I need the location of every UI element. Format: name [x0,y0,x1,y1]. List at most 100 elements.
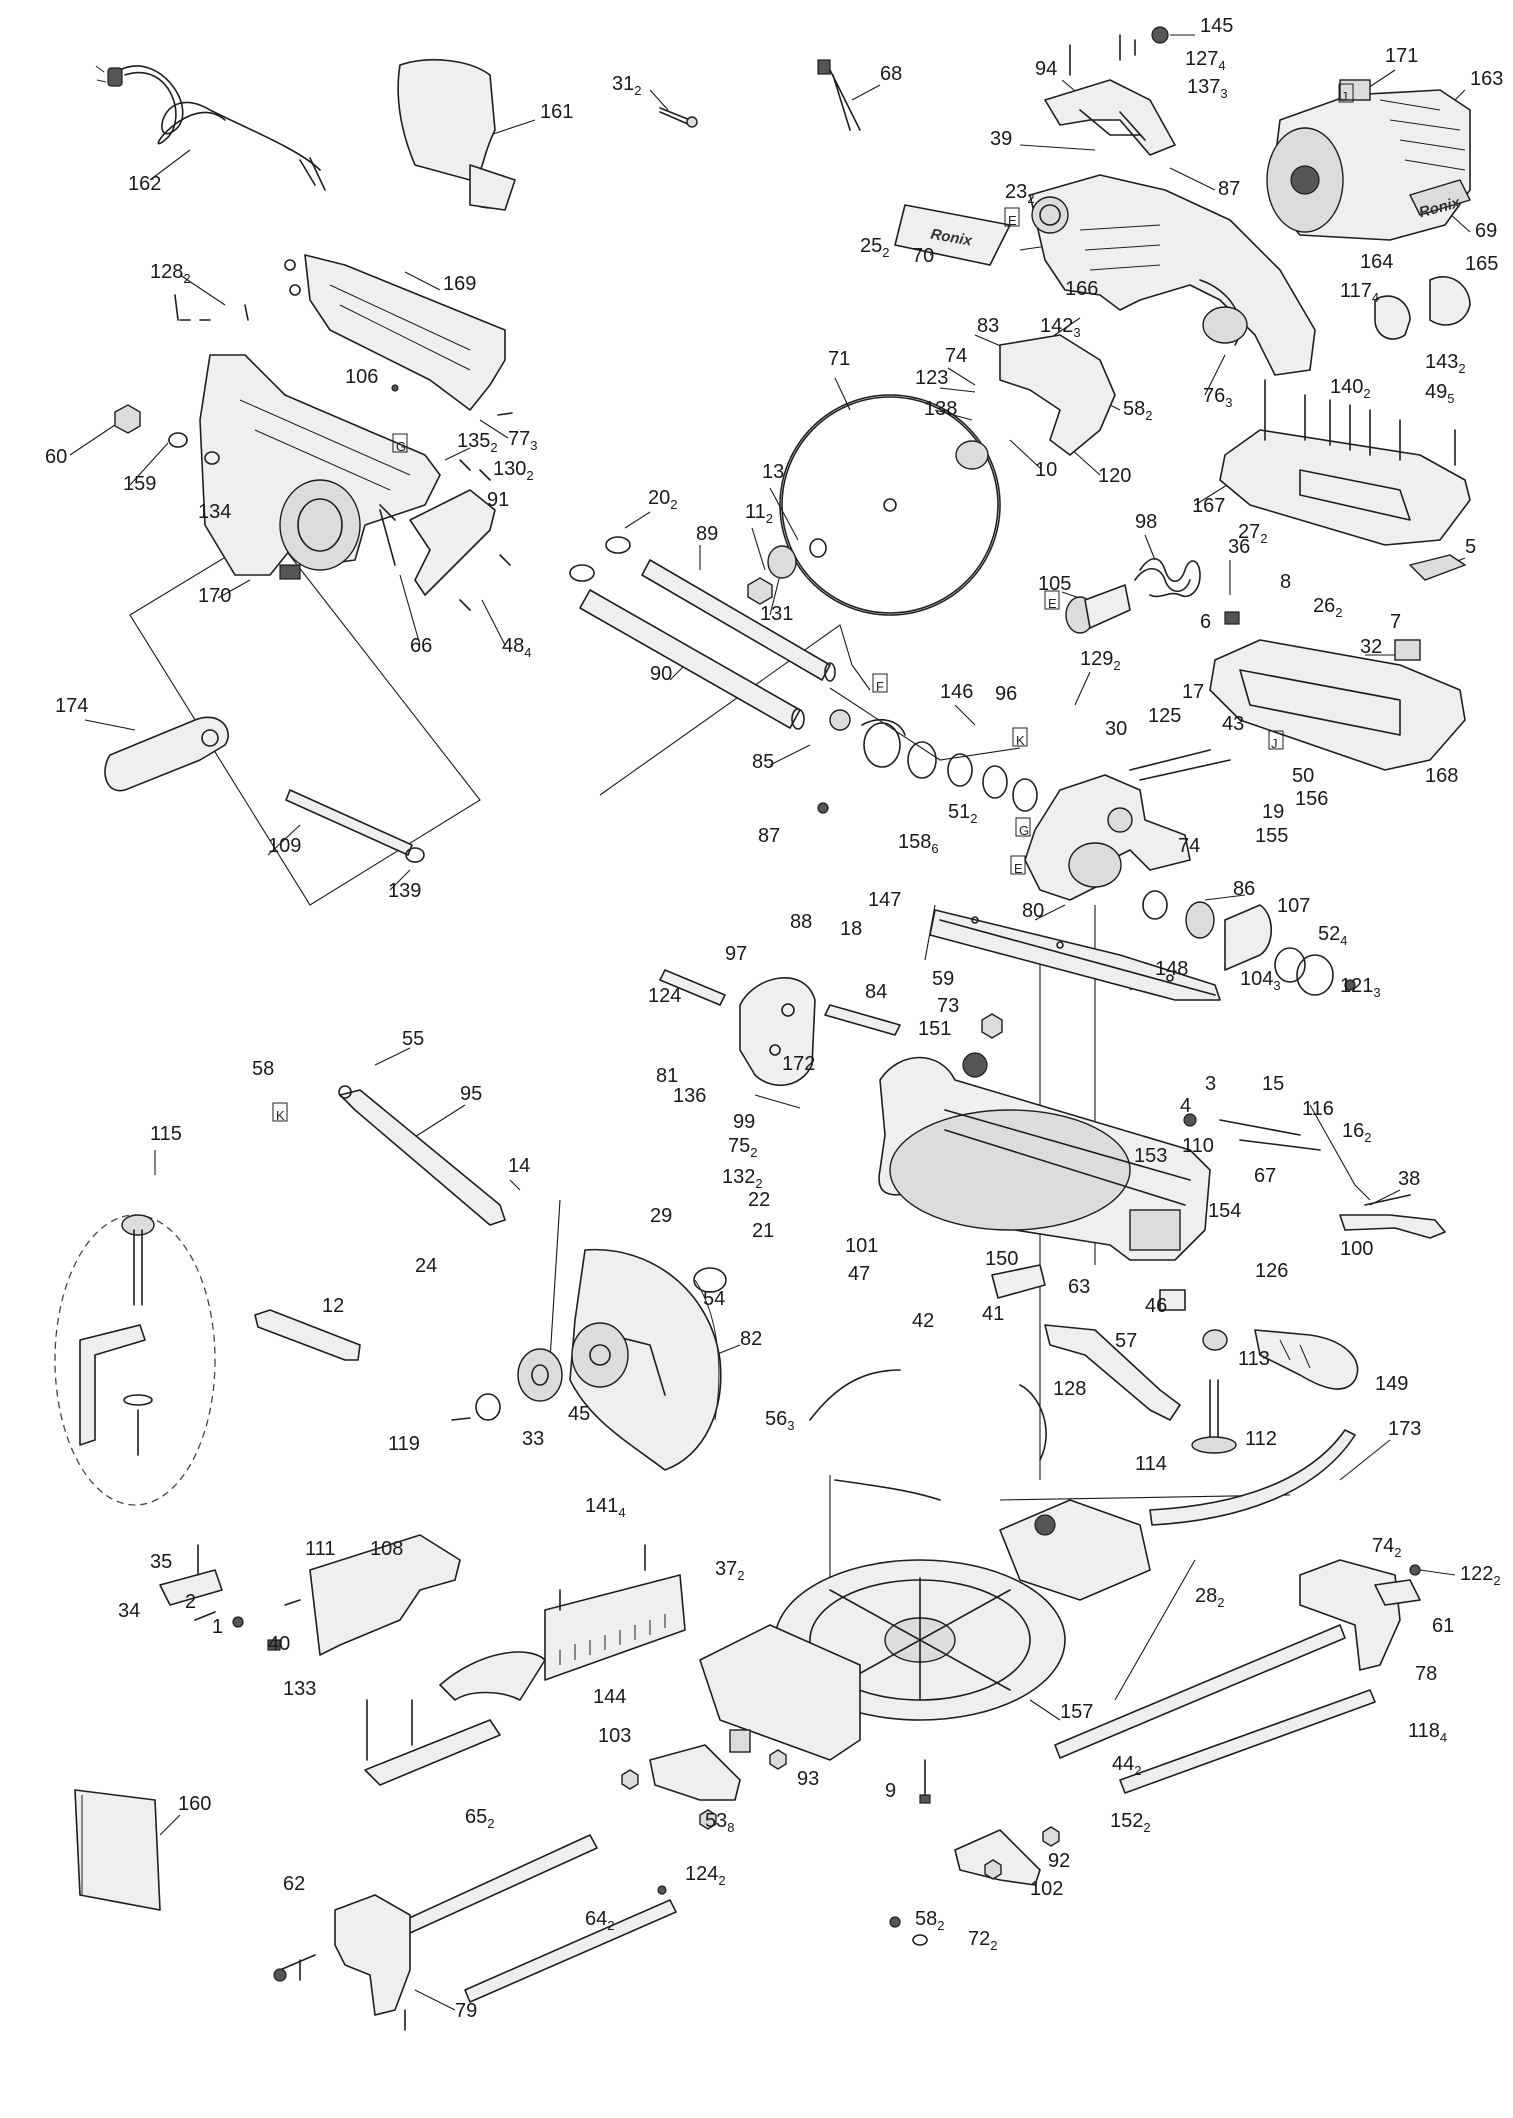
part-label-62: 62 [283,1873,305,1895]
part-label-10: 10 [1035,459,1057,481]
part-label-23: 232 [1005,181,1034,206]
part-label-3: 3 [1205,1073,1216,1095]
pivot-bracket-80 [1024,749,1231,901]
part-number: 88 [790,911,812,933]
part-quantity: 2 [1217,1595,1224,1610]
part-number: 140 [1330,376,1363,398]
part-label-137: 1373 [1187,76,1228,101]
part-number: 21 [752,1220,774,1242]
part-number: 119 [388,1433,420,1455]
part-number: 151 [918,1018,951,1040]
part-label-74a: 74 [945,345,967,367]
part-label-41: 41 [982,1303,1004,1325]
part-number: 128 [150,261,183,283]
part-label-7: 7 [1390,611,1401,633]
part-label-147: 147 [868,889,901,911]
part-number: 123 [915,367,948,389]
part-number: 3 [1205,1073,1216,1095]
part-number: 146 [940,681,973,703]
part-label-89: 89 [696,523,718,545]
part-number: 89 [696,523,718,545]
part-label-33: 33 [522,1428,544,1450]
part-label-52: 524 [1318,923,1347,948]
handle-top-94 [1044,26,1176,156]
part-quantity: 2 [882,245,889,260]
part-number: 167 [1192,495,1225,517]
part-label-173: 173 [1388,1418,1421,1440]
part-quantity: 5 [1447,391,1454,406]
part-label-1: 1 [212,1616,223,1638]
right-clamp-102 [889,1826,1060,1946]
part-number: 74 [1178,835,1200,857]
part-label-16: 162 [1342,1120,1371,1145]
part-number: 117 [1340,280,1372,302]
part-number: 70 [912,245,934,267]
part-label-93: 93 [797,1768,819,1790]
connection-tags [272,83,1354,1122]
part-label-103: 103 [598,1725,631,1747]
brush-caps-164-165 [1374,276,1471,340]
part-label-58b: 58 [252,1058,274,1080]
part-number: 76 [1203,385,1225,407]
part-number: 98 [1135,511,1157,533]
part-label-92: 92 [1048,1850,1070,1872]
part-number: 174 [55,695,88,717]
part-number: 131 [760,603,793,625]
part-label-55: 55 [402,1028,424,1050]
part-number: 158 [898,831,931,853]
tag-J2: J [1271,736,1278,751]
lock-handle-174 [104,716,425,863]
part-number: 75 [728,1135,750,1157]
part-label-5: 5 [1465,536,1476,558]
part-label-135: 1352 [457,430,498,455]
part-label-111: 111 [305,1538,335,1560]
part-label-167: 167 [1192,495,1225,517]
part-quantity: 2 [1363,386,1370,401]
part-label-143: 1432 [1425,351,1466,376]
part-number: 13 [762,461,784,483]
part-number: 145 [1200,15,1233,37]
part-number: 69 [1475,220,1497,242]
part-number: 58 [252,1058,274,1080]
left-fence-bits [159,1534,461,1656]
part-number: 15 [1262,1073,1284,1095]
tag-J1: J [1341,89,1348,104]
part-number: 64 [585,1908,607,1930]
part-label-88: 88 [790,911,812,933]
tag-K1: K [1016,733,1025,748]
part-label-126: 126 [1255,1260,1288,1282]
part-label-81: 81 [656,1065,678,1087]
part-number: 53 [705,1810,727,1832]
tag-E2: E [1048,596,1057,611]
part-label-8: 8 [1280,571,1291,593]
part-label-87b: 87 [758,825,780,847]
part-number: 17 [1182,681,1204,703]
upper-blade-guard-166 [1029,174,1316,376]
part-label-136: 136 [673,1085,706,1107]
part-number: 68 [880,63,902,85]
part-label-73: 73 [937,995,959,1017]
part-label-107: 107 [1277,895,1310,917]
part-label-131: 131 [760,603,793,625]
right-extension-78 [1299,1559,1421,1671]
part-label-90: 90 [650,663,672,685]
part-label-148: 148 [1155,958,1188,980]
part-label-150: 150 [985,1248,1018,1270]
lever-114 [1044,1324,1181,1421]
part-number: 153 [1134,1145,1167,1167]
part-label-44: 442 [1112,1753,1141,1778]
part-number: 149 [1375,1373,1408,1395]
part-number: 95 [460,1083,482,1105]
part-number: 1 [212,1616,223,1638]
part-number: 139 [388,880,421,902]
part-number: 112 [1245,1428,1277,1450]
part-label-160: 160 [178,1793,211,1815]
spring-98 [1134,557,1201,598]
part-number: 148 [1155,958,1188,980]
rail-cover-169 [284,254,506,411]
part-number: 152 [1110,1810,1143,1832]
part-label-17: 17 [1182,681,1204,703]
part-quantity: 4 [524,645,531,660]
part-number: 58 [1123,398,1145,420]
part-label-13: 13 [762,461,784,483]
